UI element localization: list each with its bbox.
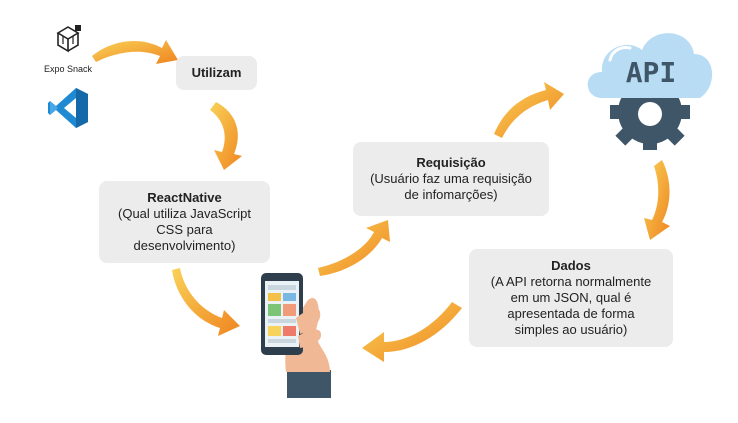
api-label: API [625,56,677,89]
react-native-title: ReactNative [147,190,222,205]
requisicao-box: Requisição (Usuário faz uma requisição d… [353,142,549,216]
utilizam-title: Utilizam [191,65,242,80]
arrow-phone-to-req [318,220,390,276]
expo-snack-icon [56,25,81,53]
dados-desc: (A API retorna normalmente em um JSON, q… [490,274,652,337]
phone-hand-icon [261,273,331,398]
arrow-utilizam-to-react [210,102,242,170]
arrow-dados-to-phone [362,302,462,362]
react-native-desc: (Qual utiliza JavaScript CSS para desenv… [118,206,251,253]
arrow-tools-to-utilizam [92,40,178,64]
react-native-box: ReactNative (Qual utiliza JavaScript CSS… [99,181,270,263]
arrow-req-to-api [494,82,564,138]
dados-box: Dados (A API retorna normalmente em um J… [469,249,673,347]
utilizam-box: Utilizam [176,56,257,90]
vscode-icon [48,88,88,128]
api-cloud-icon [587,33,713,150]
arrow-api-to-dados [644,160,670,240]
arrow-react-to-phone [172,268,240,336]
dados-title: Dados [551,258,591,273]
requisicao-desc: (Usuário faz uma requisição de infomarçõ… [370,171,532,202]
expo-snack-label: Expo Snack [44,64,93,74]
requisicao-title: Requisição [416,155,486,170]
